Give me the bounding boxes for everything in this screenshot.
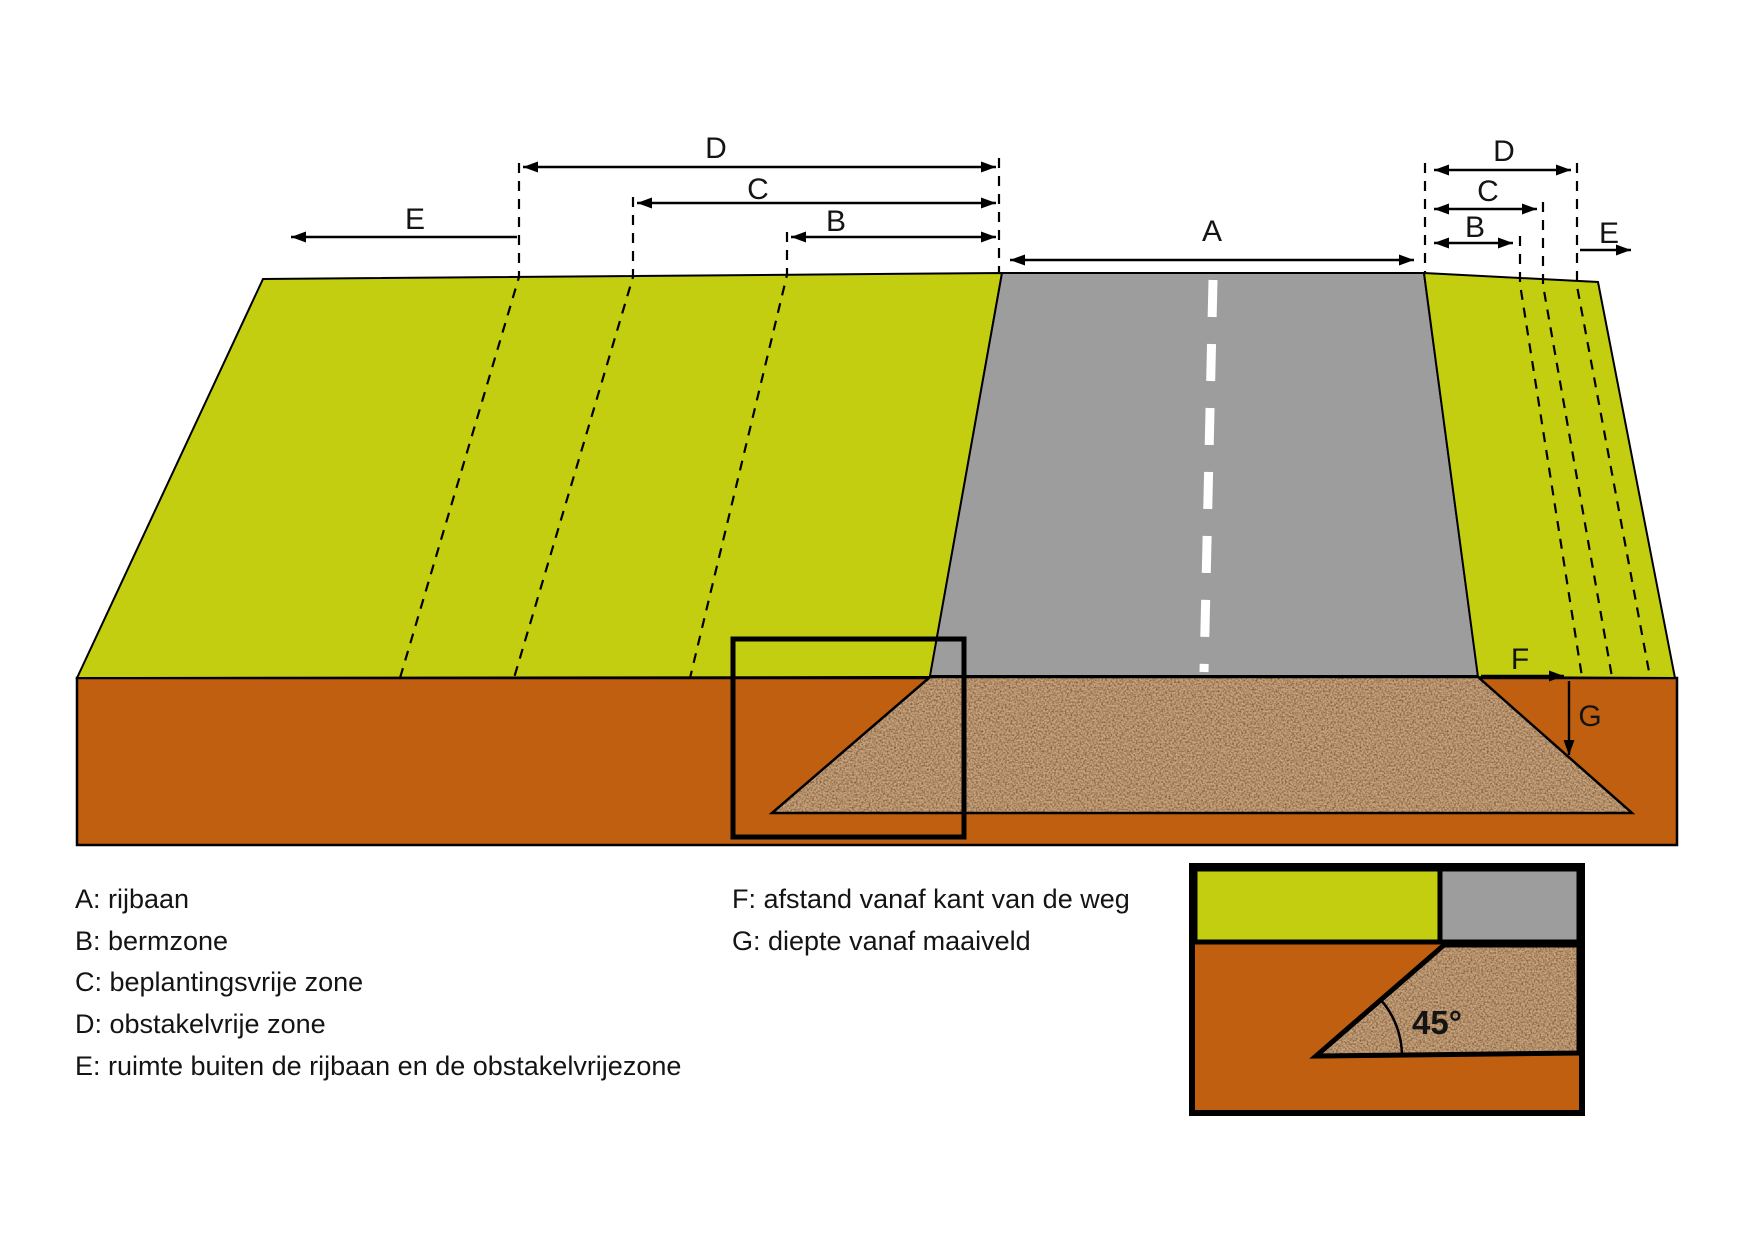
label-d-right: D xyxy=(1493,135,1515,168)
label-a: A xyxy=(1202,215,1222,248)
inset-angle-arc xyxy=(1380,999,1404,1057)
legend-item-c: C: beplantingsvrije zone xyxy=(75,967,363,997)
legend-item-b: B: bermzone xyxy=(75,926,228,956)
guide-right-obstacle-free xyxy=(1575,163,1652,678)
legend-item-a: A: rijbaan xyxy=(75,884,189,914)
inset-sand xyxy=(1316,945,1579,1056)
legend-item-f: F: afstand vanaf kant van de weg xyxy=(732,884,1130,914)
label-c-left: C xyxy=(747,173,769,206)
label-d-left: D xyxy=(705,132,727,165)
detail-highlight-box xyxy=(730,636,967,840)
inset-verge xyxy=(1192,866,1443,945)
road-centerline xyxy=(1199,279,1218,673)
inset-angle-label: 45° xyxy=(1412,1004,1462,1041)
guide-right-berm xyxy=(1518,236,1584,678)
label-g: G xyxy=(1578,700,1601,733)
sand-bed-under-road xyxy=(772,677,1632,813)
legend: A: rijbaan B: bermzone C: beplantingsvri… xyxy=(75,884,1130,1081)
detail-inset: 45° xyxy=(1189,863,1585,1116)
inset-sand-fill xyxy=(1316,945,1579,1056)
label-e-left: E xyxy=(405,203,425,236)
legend-item-d: D: obstakelvrije zone xyxy=(75,1009,326,1039)
label-f: F xyxy=(1511,643,1529,676)
guide-left-planting-free xyxy=(512,197,635,679)
sand-bed-fill xyxy=(772,677,1632,813)
inset-sand-outline xyxy=(1309,942,1582,1059)
label-b-left: B xyxy=(826,205,846,238)
label-e-right: E xyxy=(1599,217,1619,250)
label-b-right: B xyxy=(1465,211,1485,244)
label-c-right: C xyxy=(1477,175,1499,208)
verge-left xyxy=(75,271,1004,680)
guide-left-berm xyxy=(688,232,789,679)
legend-item-e: E: ruimte buiten de rijbaan en de obstak… xyxy=(75,1051,681,1081)
guide-left-obstacle-free xyxy=(398,163,521,679)
legend-item-g: G: diepte vanaf maaiveld xyxy=(732,926,1031,956)
guide-right-planting-free xyxy=(1541,202,1614,678)
inset-road xyxy=(1437,866,1582,945)
